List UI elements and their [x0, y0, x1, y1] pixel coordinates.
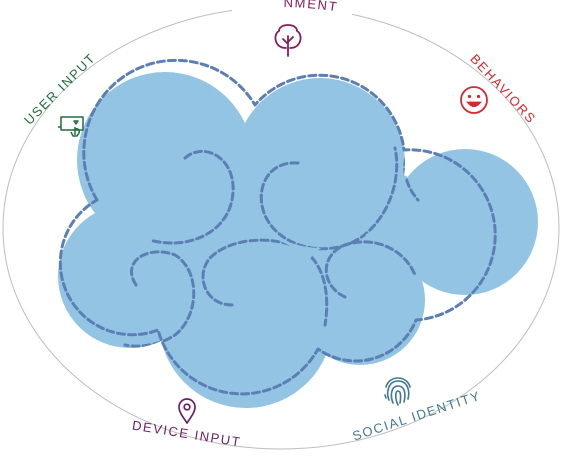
cloud [58, 58, 538, 408]
cloud-outline [58, 58, 497, 396]
cloud-body [58, 72, 538, 408]
label-behaviors: BEHAVIORS [467, 51, 539, 127]
label-user-input: USER INPUT [21, 50, 99, 128]
fingerprint-icon [384, 377, 411, 406]
touch-screen-icon [58, 116, 84, 137]
smiley-face-icon [460, 86, 488, 114]
label-gaps [232, 0, 352, 20]
location-pin-icon [178, 398, 196, 424]
label-social-identity: SOCIAL IDENTITY [351, 388, 483, 444]
tree-icon [274, 24, 302, 57]
